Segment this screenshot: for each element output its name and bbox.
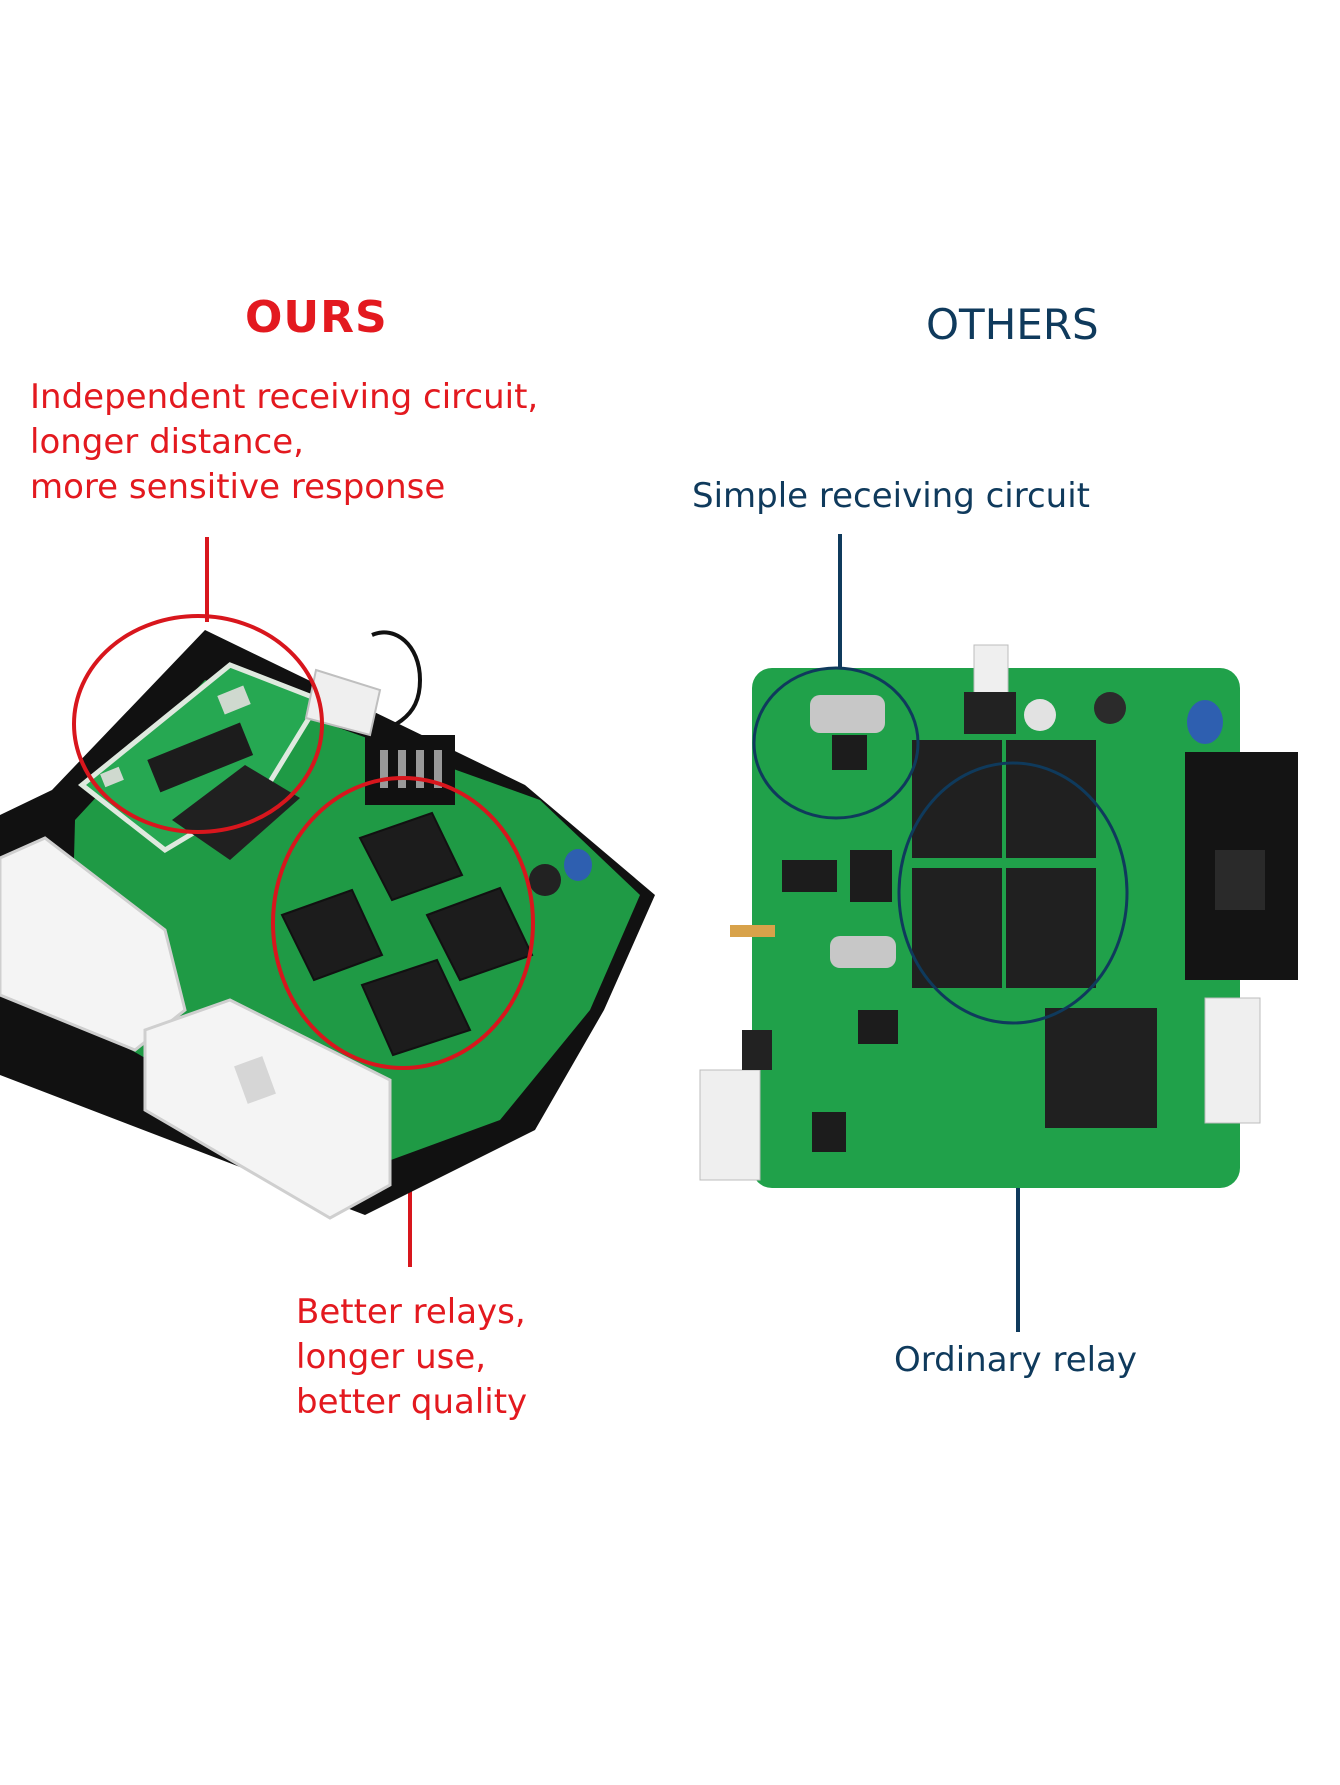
ours-relays-line-3: better quality — [296, 1382, 528, 1422]
ours-title: OURS — [245, 292, 388, 343]
ours-relays-callout: Better relays, longer use, better qualit… — [296, 1290, 527, 1425]
ours-receiving-line-2: longer distance, — [30, 422, 304, 462]
ours-receiving-callout: Independent receiving circuit, longer di… — [30, 375, 538, 510]
others-receiving-callout: Simple receiving circuit — [692, 476, 1091, 516]
ours-relays-line-2: longer use, — [296, 1337, 487, 1377]
ours-receiving-line-3: more sensitive response — [30, 467, 446, 507]
ours-receiving-line-1: Independent receiving circuit, — [30, 377, 539, 417]
others-relay-callout: Ordinary relay — [894, 1340, 1138, 1380]
others-title: OTHERS — [926, 300, 1099, 349]
ours-relays-line-1: Better relays, — [296, 1292, 526, 1332]
ours-receiving-pointer-line — [205, 537, 209, 622]
others-receiving-pointer-line — [838, 534, 842, 671]
